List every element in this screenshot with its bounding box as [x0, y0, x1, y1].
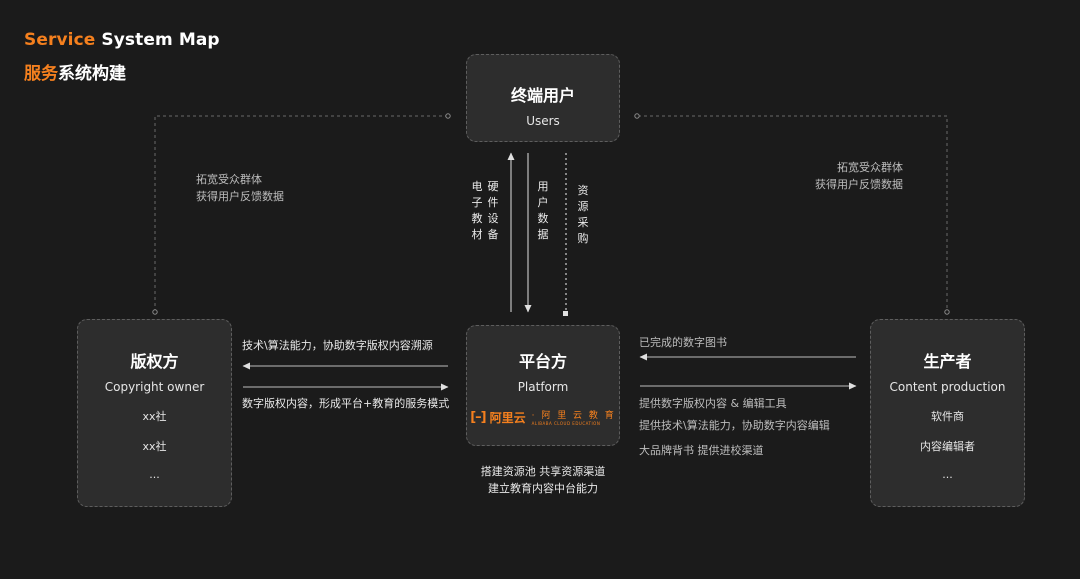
right-edge-label: 拓宽受众群体 获得用户反馈数据 [815, 161, 903, 191]
owner-item: xx社 [142, 440, 167, 453]
alibaba-cloud-education-logo: [–] 阿里云 · 阿 里 云 教 育 ALIBABA CLOUD EDUCAT… [467, 408, 619, 427]
resource-line-end-square [563, 311, 568, 316]
users-node: 终端用户 Users [466, 54, 620, 142]
left-dashed-connector [154, 115, 448, 310]
left-edge-label: 拓宽受众群体 获得用户反馈数据 [196, 173, 284, 203]
logo-cn-text: 阿里云 [489, 410, 526, 425]
title-english-rest: System Map [95, 30, 220, 50]
owner-edge-label-bottom: 数字版权内容，形成平台+教育的服务模式 [242, 397, 450, 410]
vertical-label-e-textbook: 电子教材 [471, 180, 483, 241]
owner-edge-label-top: 技术\算法能力，协助数字版权内容溯源 [242, 339, 433, 352]
platform-node: 平台方 Platform [–] 阿里云 · 阿 里 云 教 育 ALIBABA… [466, 325, 620, 446]
producer-node: 生产者 Content production 软件商 内容编辑者 ... [870, 319, 1025, 507]
left-dashed-endpoint-top [445, 113, 451, 119]
title-chinese-highlight: 服务 [24, 64, 58, 84]
logo-right-text: · 阿 里 云 教 育 [531, 411, 616, 421]
users-node-sub: Users [526, 114, 560, 128]
platform-caption-line1: 搭建资源池 共享资源渠道 [480, 465, 606, 478]
platform-node-sub: Platform [517, 380, 569, 394]
vertical-label-hardware: 硬件设备 [487, 180, 499, 241]
users-node-name: 终端用户 [510, 86, 575, 105]
alibaba-cloud-logo-icon: [–] [470, 409, 486, 425]
title-english: Service System Map [24, 30, 220, 50]
title-chinese-rest: 系统构建 [58, 64, 126, 84]
right-dashed-endpoint-top [634, 113, 640, 119]
copyright-owner-node: 版权方 Copyright owner xx社 xx社 ... [77, 319, 232, 507]
producer-item: 内容编辑者 [920, 440, 975, 453]
logo-en-text: ALIBABA CLOUD EDUCATION [531, 421, 601, 426]
producer-edge-label-3: 大品牌背书 提供进校渠道 [639, 444, 764, 457]
vertical-label-user-data: 用户数据 [537, 180, 549, 241]
owner-node-name: 版权方 [130, 352, 179, 371]
platform-node-name: 平台方 [518, 352, 567, 371]
title-english-highlight: Service [24, 30, 96, 50]
vertical-label-resource-purchase: 资源采购 [577, 184, 589, 245]
right-dashed-endpoint-bottom [944, 309, 950, 315]
platform-caption: 搭建资源池 共享资源渠道 建立教育内容中台能力 [443, 463, 643, 497]
title-chinese: 服务系统构建 [24, 59, 126, 84]
producer-edge-label-top: 已完成的数字图书 [639, 336, 727, 349]
owner-item: ... [149, 468, 160, 481]
owner-node-sub: Copyright owner [104, 380, 205, 394]
producer-node-name: 生产者 [923, 352, 972, 371]
producer-item: ... [942, 468, 953, 481]
producer-item: 软件商 [931, 410, 964, 423]
owner-item: xx社 [142, 410, 167, 423]
producer-edge-label-1: 提供数字版权内容 & 编辑工具 [639, 397, 787, 410]
right-dashed-connector [638, 115, 948, 310]
producer-node-sub: Content production [889, 380, 1006, 394]
left-dashed-endpoint-bottom [152, 309, 158, 315]
platform-caption-line2: 建立教育内容中台能力 [488, 482, 598, 495]
producer-edge-label-2: 提供技术\算法能力，协助数字内容编辑 [639, 419, 830, 432]
